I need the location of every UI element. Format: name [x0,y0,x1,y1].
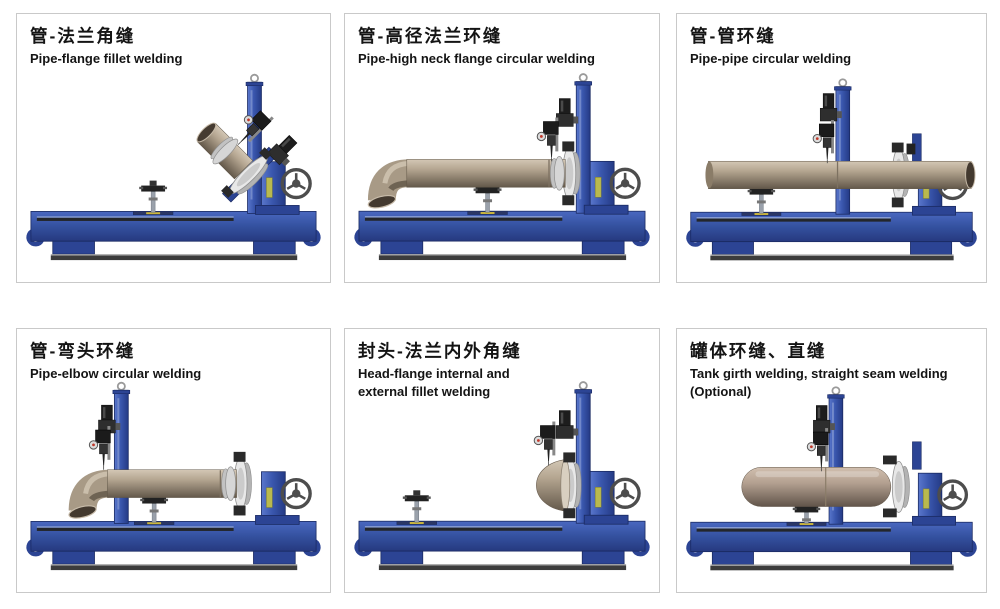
machine-base [686,521,977,571]
machine-illustration-pipe-flange [26,73,321,261]
column [112,381,131,524]
panel-title-block: 管-弯头环缝 Pipe-elbow circular welding [17,329,330,383]
column [834,78,852,215]
machine-base [26,211,321,261]
column [245,73,264,214]
workpiece-pipe [406,159,566,188]
chuck-jaws [891,142,904,208]
handwheel [937,479,969,511]
carriage [912,472,969,526]
workpiece-pipe [107,469,237,498]
drive-motor [556,98,579,127]
machine-illustration-pipe-pipe [686,78,977,261]
workpiece-flange [221,466,236,501]
workpiece-elbow [68,469,111,519]
panel-title-zh: 管-法兰角缝 [30,26,136,46]
workpiece-elbow [367,159,410,209]
chuck [891,461,910,513]
machine-base [686,211,977,261]
panel-pipe-flange-fillet: 管-法兰角缝 Pipe-flange fillet welding [16,13,331,283]
welding-torch [812,120,835,164]
panel-title-en: Pipe-high neck flange circular welding [358,50,595,66]
panel-title-en: Tank girth welding, straight seam weldin… [690,365,948,399]
handwheel [609,477,641,509]
welding-torch [536,117,559,162]
workpiece-pipe [708,160,972,189]
machine-base [354,520,650,571]
workpiece-dish-head [536,459,571,512]
drive-motor [556,410,579,439]
panel-title-en: Pipe-elbow circular welding [30,365,202,381]
chuck [229,155,269,195]
panel-title-block: 封头-法兰内外角缝 Head-flange internal and exter… [345,329,659,401]
chuck [562,147,581,200]
chuck-jaws [562,141,575,206]
workpiece-flange [550,156,565,191]
tilt-head [196,110,298,203]
panel-tank: 罐体环缝、直缝 Tank girth welding, straight sea… [676,328,987,593]
carriage [255,471,312,525]
machine-illustration-dish-head [354,381,650,571]
machine-illustration-pipe-elbow [26,381,321,571]
panel-title-zh: 管-弯头环缝 [30,341,136,361]
drive-motor [267,134,298,167]
panel-title-en: Pipe-pipe circular welding [690,50,852,66]
handwheel [280,167,312,200]
panel-pipe-pipe: 管-管环缝 Pipe-pipe circular welding [676,13,987,283]
chuck-jaws [563,452,576,519]
carriage [255,161,312,215]
machine-base [354,210,650,261]
carriage [583,160,641,215]
welding-torch [533,421,556,466]
panel-title-zh: 管-管环缝 [690,26,776,46]
panel-title-en: Pipe-flange fillet welding [30,50,183,66]
machine-illustration-high-neck-flange [354,73,650,261]
welding-torch [88,426,111,470]
panel-title-block: 管-法兰角缝 Pipe-flange fillet welding [17,14,330,68]
handwheel [280,477,312,510]
support-stand [396,490,437,525]
welding-torch [237,110,274,145]
panel-title-zh: 罐体环缝、直缝 [690,341,827,361]
machine-base [26,521,321,571]
panel-title-en: Head-flange internal and external fillet… [358,365,510,399]
chuck [233,457,252,510]
panel-title-block: 管-管环缝 Pipe-pipe circular welding [677,14,986,68]
panel-title-zh: 封头-法兰内外角缝 [358,341,522,361]
panel-title-block: 罐体环缝、直缝 Tank girth welding, straight sea… [677,329,986,401]
panel-head-flange: 封头-法兰内外角缝 Head-flange internal and exter… [344,328,660,593]
drive-motor [819,93,842,122]
workpiece-flange [210,136,239,165]
panel-pipe-high-neck-flange: 管-高径法兰环缝 Pipe-high neck flange circular … [344,13,660,283]
panel-title-zh: 管-高径法兰环缝 [358,26,503,46]
panel-pipe-elbow: 管-弯头环缝 Pipe-elbow circular welding [16,328,331,593]
panel-title-block: 管-高径法兰环缝 Pipe-high neck flange circular … [345,14,659,68]
welding-torch [806,428,829,472]
handwheel [609,167,641,199]
carriage [583,470,641,525]
workpiece-tank [741,467,892,507]
support-stand [133,180,174,216]
machine-illustration-tank [686,386,977,571]
chuck-jaws [233,451,246,516]
